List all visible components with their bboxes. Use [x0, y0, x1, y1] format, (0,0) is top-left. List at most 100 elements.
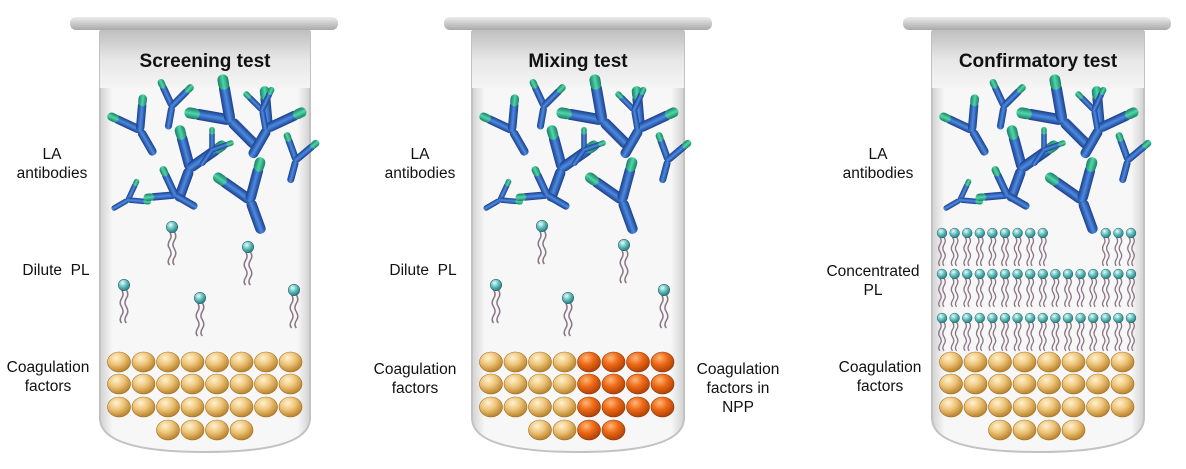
- coagulation-factor-icon: [626, 373, 650, 395]
- phospholipid-icon: [242, 241, 254, 286]
- coagulation-factor-icon: [552, 373, 577, 395]
- antibody-icon: [572, 126, 606, 166]
- coagulation-factor-icon: [1061, 396, 1086, 418]
- coagulation-factor-icon: [577, 351, 601, 373]
- coagulation-factor-icon: [205, 351, 229, 373]
- antibody-icon: [1032, 126, 1066, 166]
- phospholipid-icon: [1062, 312, 1074, 352]
- phospholipid-icon: [1025, 312, 1036, 352]
- coagulation-factor-icon: [963, 396, 988, 418]
- phospholipid-layer: [118, 220, 1137, 352]
- antibody-icon: [1115, 132, 1152, 184]
- coagulation-factor-icon: [528, 396, 552, 418]
- phospholipid-icon: [1025, 227, 1036, 267]
- coagulation-factor-icon: [131, 396, 156, 418]
- antibody-icon: [943, 178, 984, 211]
- antibody-icon: [243, 86, 275, 131]
- coagulation-factor-icon: [180, 419, 205, 441]
- coagulation-factor-icon: [1012, 373, 1037, 395]
- phospholipid-icon: [1012, 227, 1023, 267]
- phospholipid-icon: [490, 279, 502, 324]
- antibody-icon: [620, 86, 679, 159]
- coagulation-factor-icon: [156, 396, 180, 418]
- coagulation-factor-icon: [577, 396, 601, 418]
- tube-title-screening: Screening test: [139, 51, 271, 72]
- antibody-icon: [615, 86, 647, 131]
- phospholipid-icon: [1100, 312, 1111, 352]
- coagulation-factor-icon: [1110, 373, 1135, 395]
- coagulation-factor-icon: [156, 351, 180, 373]
- phospholipid-icon: [949, 227, 960, 267]
- antibody-icon: [479, 94, 529, 156]
- phospholipid-icon: [536, 220, 548, 265]
- coagulation-factor-icon: [180, 373, 205, 395]
- coagulation-factor-icon: [254, 373, 278, 395]
- coagulation-factor-icon: [650, 373, 675, 395]
- coagulation-factor-icon: [1110, 351, 1135, 373]
- tube-header: [100, 30, 310, 88]
- coagulation-factor-icon: [254, 396, 278, 418]
- coagulation-factor-layer: [107, 351, 1135, 441]
- coagulation-factor-icon: [626, 396, 650, 418]
- coagulation-factor-icon: [205, 396, 229, 418]
- coagulation-factor-icon: [503, 396, 528, 418]
- coagulation-factor-icon: [229, 351, 254, 373]
- coagulation-factor-icon: [552, 396, 577, 418]
- phospholipid-icon: [288, 284, 300, 329]
- coagulation-factor-icon: [577, 373, 601, 395]
- phospholipid-icon: [1075, 312, 1086, 352]
- phospholipid-icon: [962, 268, 973, 308]
- coagulation-factor-icon: [479, 351, 503, 373]
- label-la-antibodies: LA antibodies: [384, 146, 456, 182]
- coagulation-factor-icon: [552, 351, 577, 373]
- phospholipid-icon: [1113, 227, 1124, 267]
- coagulation-factor-icon: [1061, 419, 1086, 441]
- coagulation-factor-icon: [626, 351, 650, 373]
- coagulation-factor-icon: [156, 373, 180, 395]
- coagulation-factor-icon: [1037, 396, 1061, 418]
- coagulation-factor-icon: [1037, 351, 1061, 373]
- coagulation-factor-icon: [988, 419, 1012, 441]
- coagulation-factor-icon: [503, 351, 528, 373]
- coagulation-factor-icon: [650, 351, 675, 373]
- phospholipid-icon: [999, 227, 1011, 267]
- phospholipid-icon: [936, 312, 948, 352]
- phospholipid-icon: [1100, 268, 1111, 308]
- coagulation-factor-icon: [601, 351, 626, 373]
- phospholipid-icon: [1012, 268, 1023, 308]
- coagulation-factor-icon: [107, 373, 131, 395]
- phospholipid-icon: [962, 227, 973, 267]
- coagulation-factor-icon: [528, 419, 552, 441]
- phospholipid-icon: [618, 239, 630, 284]
- antibody-icon: [200, 126, 234, 166]
- coagulation-factor-icon: [988, 373, 1012, 395]
- phospholipid-icon: [118, 279, 130, 324]
- phospholipid-icon: [987, 268, 998, 308]
- phospholipid-icon: [1050, 312, 1061, 352]
- coagulation-factor-icon: [1086, 396, 1110, 418]
- phospholipid-icon: [1025, 268, 1036, 308]
- label-coagulation-factors: Coagulation factors: [838, 359, 922, 395]
- coagulation-factor-icon: [1012, 419, 1037, 441]
- coagulation-factor-icon: [131, 351, 156, 373]
- coagulation-factor-icon: [205, 373, 229, 395]
- phospholipid-icon: [1125, 268, 1137, 308]
- coagulation-factor-icon: [1086, 351, 1110, 373]
- tube-header: [472, 30, 684, 88]
- antibody-icon: [212, 157, 266, 234]
- coagulation-factor-icon: [229, 396, 254, 418]
- phospholipid-icon: [1012, 312, 1023, 352]
- phospholipid-icon: [999, 312, 1011, 352]
- coagulation-factor-icon: [988, 351, 1012, 373]
- antibody-icon: [655, 132, 692, 184]
- tube-rim: [903, 17, 1171, 30]
- antibody-icon: [584, 157, 638, 234]
- coagulation-factor-icon: [131, 373, 156, 395]
- phospholipid-icon: [166, 221, 178, 266]
- antibody-icon: [515, 166, 570, 210]
- coagulation-factor-icon: [479, 396, 503, 418]
- coagulation-factor-icon: [939, 351, 963, 373]
- antibody-icon: [283, 132, 320, 184]
- coagulation-factor-icon: [107, 396, 131, 418]
- antibody-icon: [184, 74, 259, 149]
